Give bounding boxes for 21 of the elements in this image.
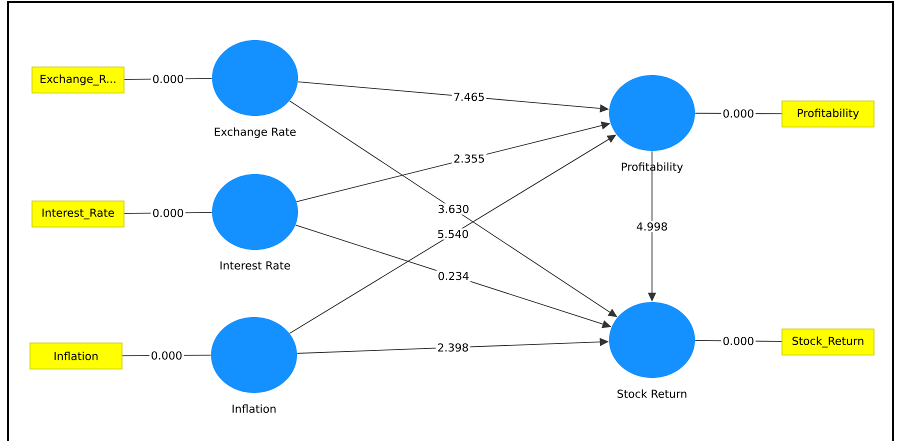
edge-label: 0.000 [721,108,756,120]
construct-label: Stock Return [616,388,688,399]
indicator-box: Profitability [782,100,874,128]
indicator-box: Inflation [30,342,122,370]
construct-label: Interest Rate [218,260,292,271]
edge-label: 0.000 [150,73,186,85]
edge-label: 5.540 [436,228,470,240]
edge-label: 7.465 [452,91,486,103]
edge-label: 0.234 [436,270,471,282]
construct-label: Exchange Rate [212,126,298,140]
indicator-box: Interest_Rate [32,200,124,228]
edge-label: 4.998 [634,220,670,232]
edge-label: 0.000 [150,207,186,219]
edge-label: 0.000 [721,335,756,347]
edge-label: 0.000 [149,350,184,362]
edge-label: 2.355 [452,152,486,164]
edge-label: 3.630 [436,203,471,215]
indicator-box: Stock_Return [782,328,874,356]
indicator-box: Exchange_R... [32,66,124,94]
edge-label: 2.398 [436,342,470,354]
construct-label: Inflation [230,403,278,414]
